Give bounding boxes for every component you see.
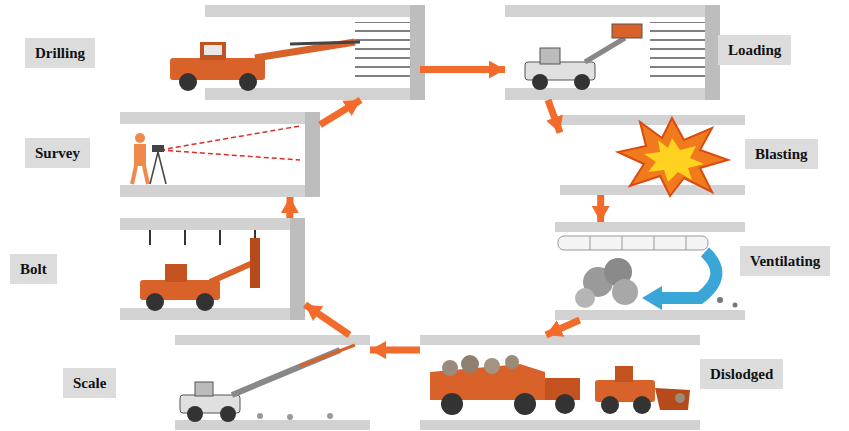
stage-label: Bolt [10,254,57,284]
stage-label: Scale [63,368,116,398]
cycle-arrow [548,100,560,133]
cycle-arrow [546,320,580,335]
stage-label: Drilling [25,38,95,68]
cycle-arrow [597,195,604,222]
stage-label: Survey [25,138,90,168]
stage-label: Ventilating [740,246,830,276]
stage-panel: Blasting [560,115,745,195]
stage-panel: Scale [165,335,370,429]
stage-panel: Drilling [150,5,420,100]
stage-panel: Survey [120,112,320,197]
cycle-arrow [286,197,293,218]
stage-panel: Loading [505,5,720,100]
stage-panel: Ventilating [555,222,745,320]
stage-label: Blasting [745,139,818,169]
cycle-arrow [420,66,505,73]
stage-panel: Dislodged [420,335,700,429]
stage-label: Loading [718,35,791,65]
stage-label: Dislodged [700,359,783,389]
cycle-arrow [370,347,420,354]
cycle-arrow [305,305,350,335]
cycle-arrow [320,100,361,125]
stage-panel: Bolt [115,218,305,320]
